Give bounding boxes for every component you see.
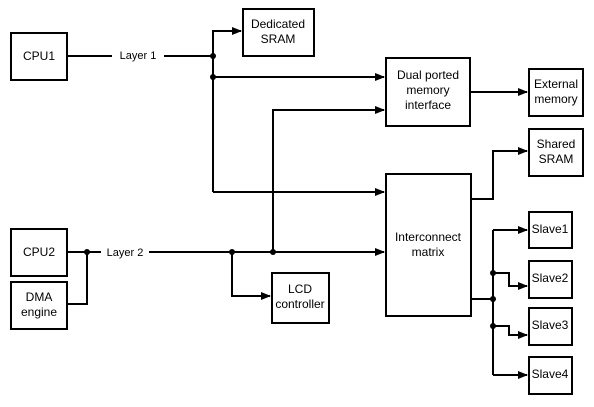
dedicated-sram-label-1: Dedicated — [251, 17, 305, 31]
slave4-label: Slave4 — [532, 367, 569, 381]
lcd-label-2: controller — [275, 297, 324, 311]
junction-dot — [270, 249, 276, 255]
shared-sram-label-1: Shared — [537, 137, 576, 151]
lcd-controller-block: LCD controller — [271, 272, 330, 324]
junction-dot — [210, 53, 216, 59]
dma-wire — [67, 252, 88, 305]
interconnect-to-shared-sram — [471, 147, 528, 200]
to-slave3 — [493, 325, 528, 339]
external-memory-block: External memory — [528, 68, 584, 117]
cpu1-label: CPU1 — [23, 49, 55, 63]
junction-dot — [490, 323, 496, 329]
junctions — [84, 53, 496, 329]
dual-ported-label-3: interface — [405, 98, 451, 112]
cpu2-label: CPU2 — [23, 245, 55, 259]
lcd-label-1: LCD — [288, 282, 312, 296]
slave3-block: Slave3 — [528, 307, 573, 346]
slave1-block: Slave1 — [528, 211, 573, 249]
layer2-to-dual-ported — [272, 106, 385, 252]
junction-dot — [229, 249, 235, 255]
dma-label-1: DMA — [26, 290, 53, 304]
interconnect-label-1: Interconnect — [395, 230, 462, 244]
slave2-block: Slave2 — [528, 260, 573, 299]
cpu2-block: CPU2 — [10, 228, 68, 277]
connections — [67, 27, 528, 379]
cpu1-block: CPU1 — [10, 32, 68, 81]
dma-label-2: engine — [21, 305, 57, 319]
external-memory-label-1: External — [534, 77, 578, 91]
slave2-label: Slave2 — [532, 271, 569, 285]
to-slave2 — [493, 272, 528, 290]
junction-dot — [490, 270, 496, 276]
shared-sram-block: Shared SRAM — [528, 128, 584, 177]
layer2-label: Layer 2 — [107, 247, 144, 259]
dual-ported-memory-block: Dual ported memory interface — [385, 57, 471, 127]
slave1-label: Slave1 — [532, 222, 569, 236]
dual-ported-label-1: Dual ported — [397, 68, 459, 82]
shared-sram-label-2: SRAM — [539, 152, 574, 166]
interconnect-label-2: matrix — [412, 245, 445, 259]
dma-engine-block: DMA engine — [10, 281, 68, 330]
interconnect-matrix-block: Interconnect matrix — [385, 173, 472, 317]
slave3-label: Slave3 — [532, 318, 569, 332]
junction-dot — [490, 296, 496, 302]
slave4-block: Slave4 — [528, 356, 573, 395]
layer1-label: Layer 1 — [120, 50, 157, 62]
junction-dot — [84, 249, 90, 255]
dedicated-sram-block: Dedicated SRAM — [242, 8, 315, 57]
dual-ported-label-2: memory — [406, 83, 449, 97]
junction-dot — [210, 74, 216, 80]
layer2-to-lcd — [231, 252, 271, 300]
layer1-to-dedicated-sram — [212, 27, 242, 56]
external-memory-label-2: memory — [534, 92, 577, 106]
dedicated-sram-label-2: SRAM — [261, 32, 296, 46]
